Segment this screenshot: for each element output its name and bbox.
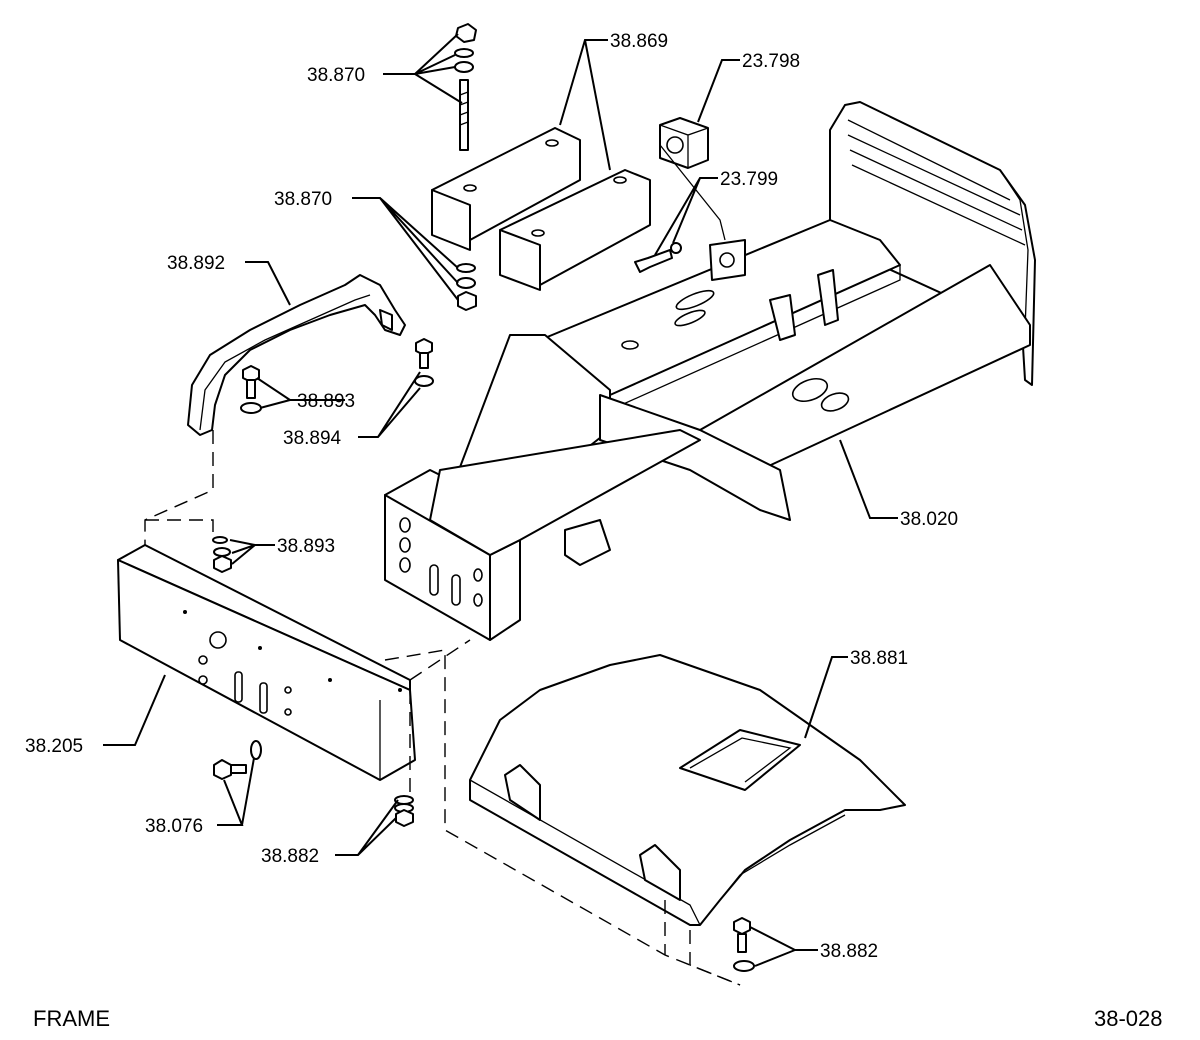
label-38893-mid: 38.893 <box>277 536 335 557</box>
block-23798 <box>659 117 709 169</box>
label-38882-right: 38.882 <box>820 941 878 962</box>
label-38881: 38.881 <box>850 648 908 669</box>
label-38894: 38.894 <box>283 428 342 449</box>
label-23799: 23.799 <box>720 169 778 190</box>
nuts-38882-left <box>394 795 414 827</box>
diagram-title: FRAME <box>33 1006 110 1031</box>
bumper-nuts <box>212 536 232 573</box>
stud-38870 <box>454 23 477 311</box>
label-38870-mid: 38.870 <box>274 189 332 210</box>
hood-38881 <box>469 654 906 926</box>
assembly-dashed-lines <box>144 144 741 986</box>
part-labels: 38.870 38.869 23.798 23.799 38.870 38.89… <box>25 31 958 962</box>
label-38870-top: 38.870 <box>307 65 365 86</box>
bolt-38882-right <box>733 917 755 972</box>
main-frame-38020 <box>384 101 1036 641</box>
label-38020: 38.020 <box>900 509 958 530</box>
label-38893-top: 38.893 <box>297 391 355 412</box>
label-23798: 23.798 <box>742 51 800 72</box>
leader-lines <box>103 33 898 967</box>
label-38892: 38.892 <box>167 253 225 274</box>
rear-fender-38892 <box>187 274 406 436</box>
page-code: 38-028 <box>1094 1006 1163 1031</box>
bolt-38076 <box>213 740 262 780</box>
weights-38869 <box>431 127 651 291</box>
label-38076: 38.076 <box>145 816 203 837</box>
label-38869: 38.869 <box>610 31 668 52</box>
label-38882-left: 38.882 <box>261 846 319 867</box>
label-38205: 38.205 <box>25 736 83 757</box>
front-bumper-38205 <box>117 544 416 781</box>
